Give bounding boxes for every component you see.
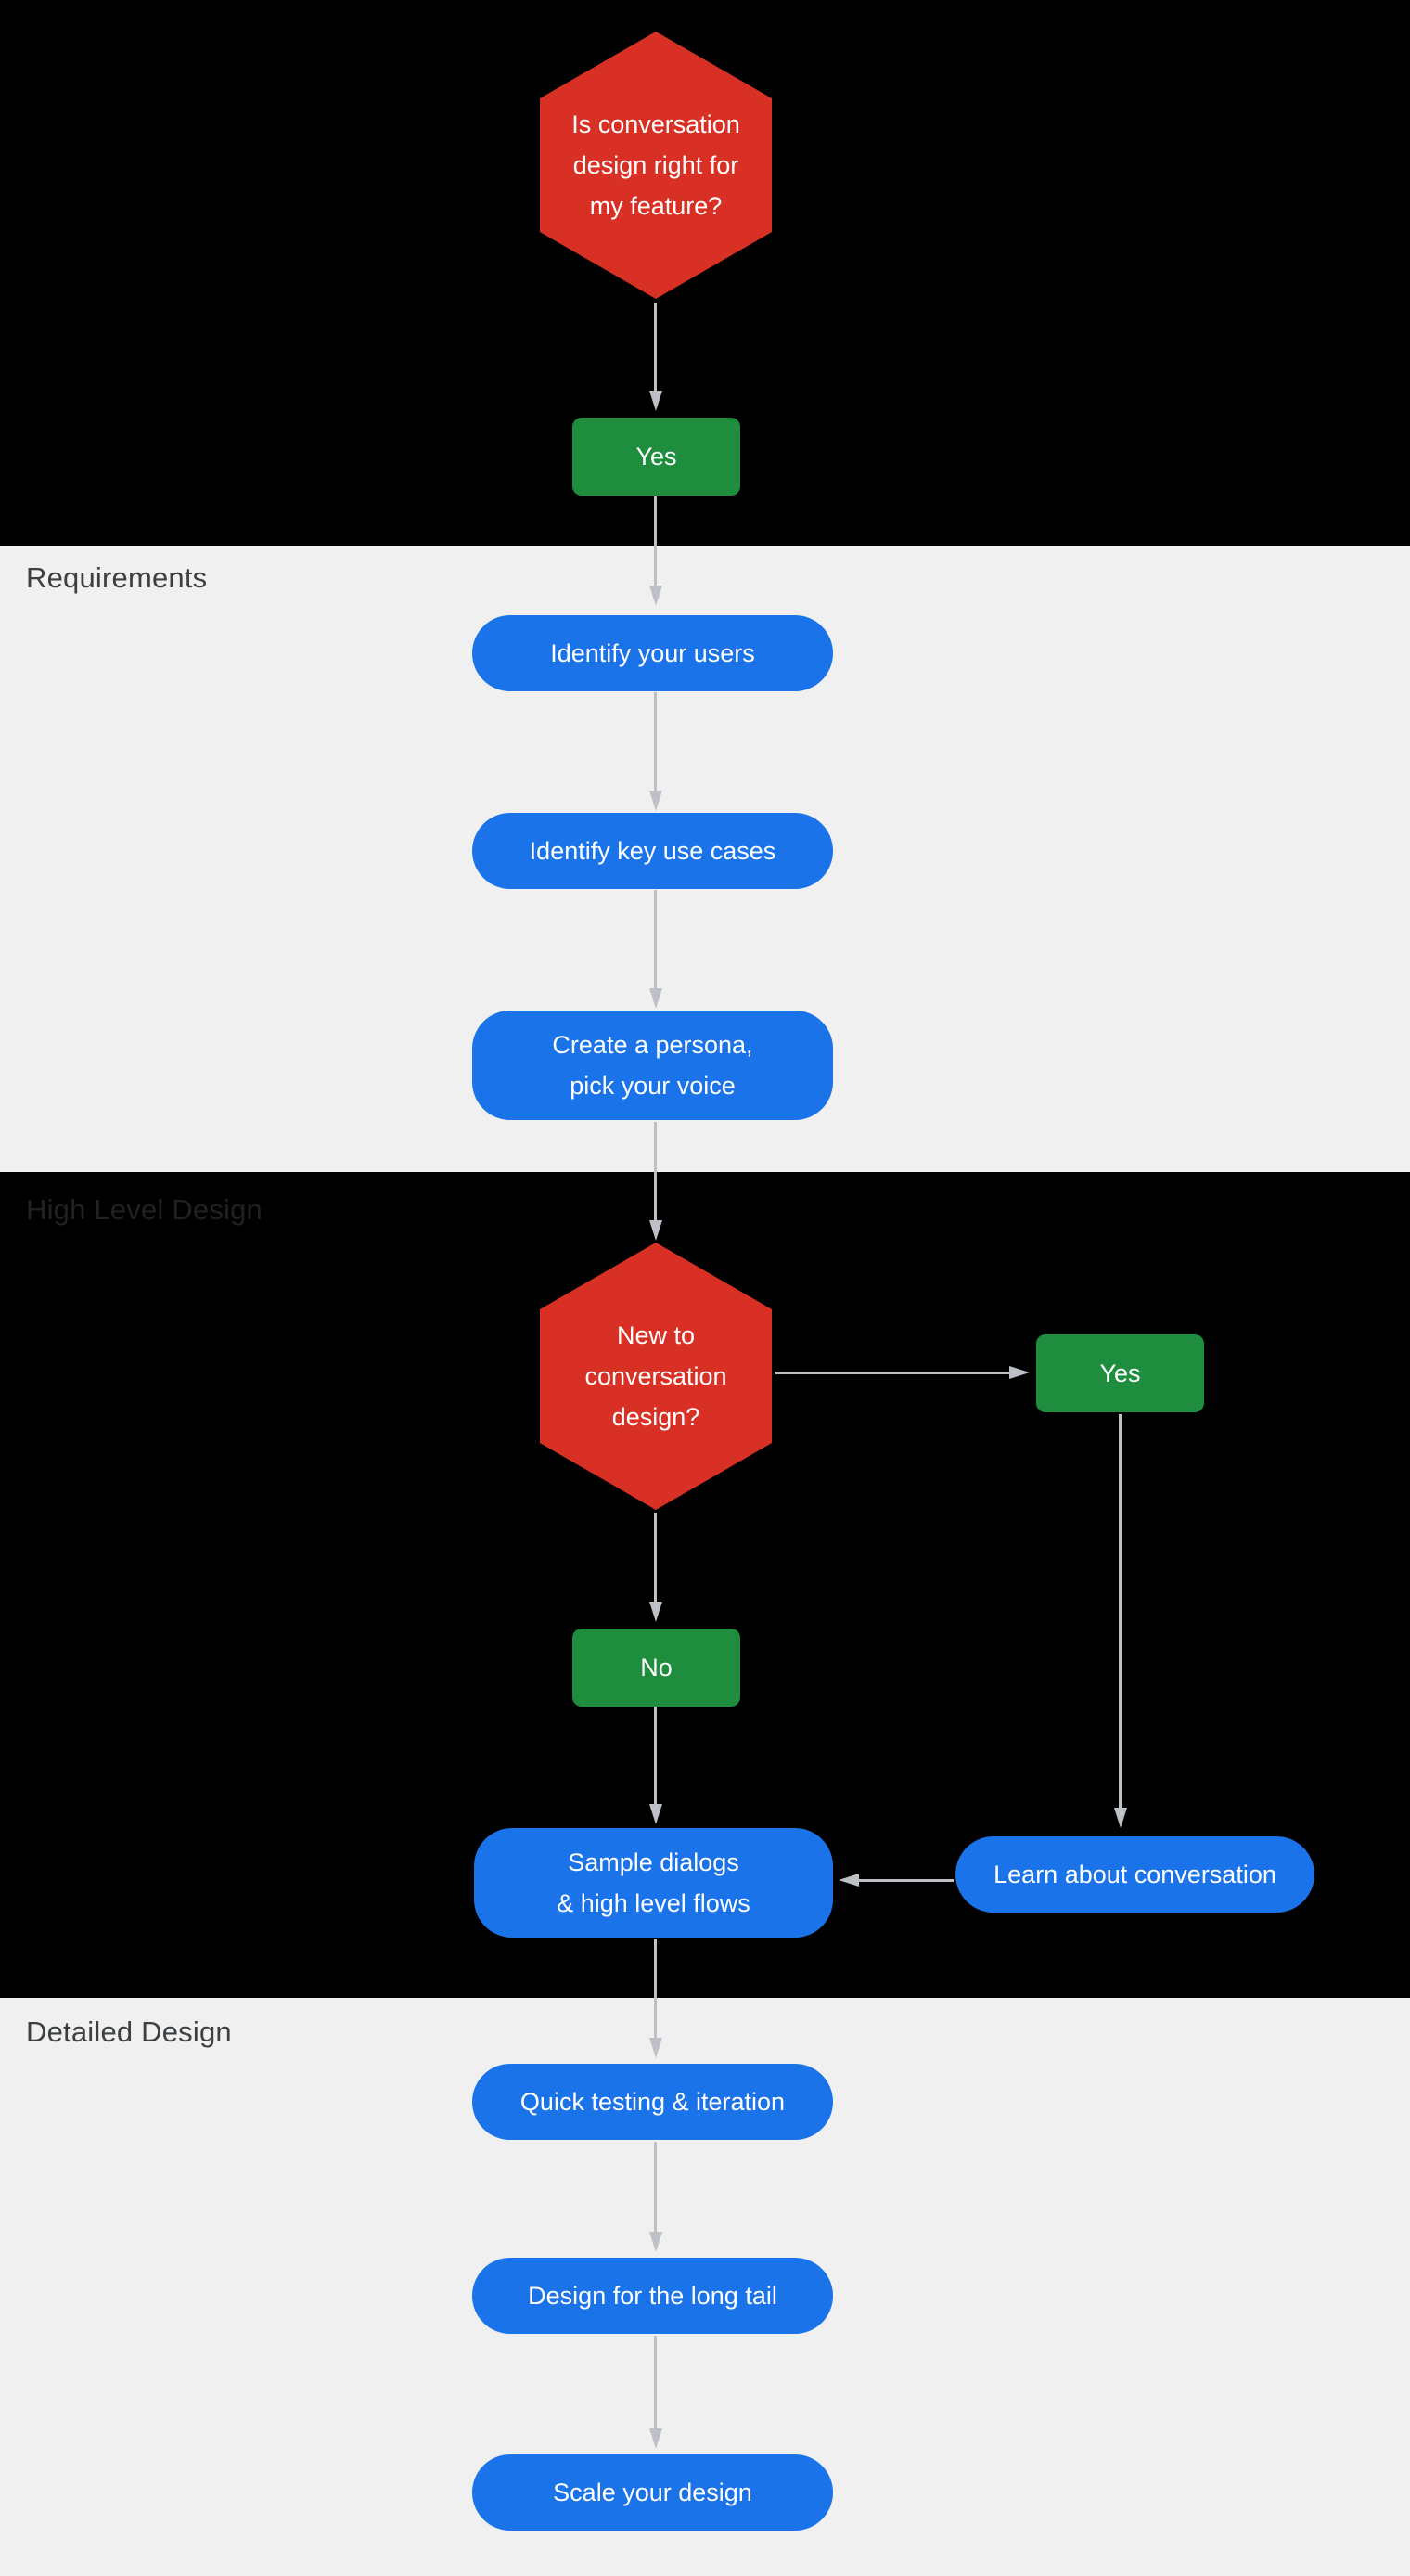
section-label-requirements: Requirements — [26, 561, 208, 594]
arrow-quick-testing-to-long-tail — [654, 2142, 657, 2232]
step-label: Identify key use cases — [529, 837, 776, 865]
arrow-use-cases-to-persona — [654, 890, 657, 988]
arrow-long-tail-to-scale — [654, 2336, 657, 2428]
arrowhead-down-icon — [649, 586, 662, 606]
arrow-persona-to-decision-new — [654, 1122, 657, 1220]
arrowhead-down-icon — [649, 1602, 662, 1622]
arrowhead-down-icon — [649, 2232, 662, 2252]
section-label-detailed-design: Detailed Design — [26, 2016, 232, 2048]
decision-line: design? — [611, 1403, 700, 1431]
arrowhead-down-icon — [649, 2038, 662, 2058]
step-node-design-for-the-long-tail: Design for the long tail — [472, 2258, 833, 2334]
step-line: & high level flows — [557, 1889, 750, 1917]
arrow-yes-to-identify-users — [654, 496, 657, 586]
arrow-yes-to-learn-conversation — [1119, 1414, 1122, 1808]
arrow-no-to-sample-dialogs — [654, 1707, 657, 1804]
arrow-decision-fit-to-yes — [654, 303, 657, 391]
arrowhead-down-icon — [649, 1804, 662, 1824]
step-node-learn-about-conversation: Learn about conversation — [955, 1836, 1314, 1913]
decision-line: Is conversation — [571, 110, 740, 138]
answer-node-yes: Yes — [572, 418, 740, 496]
decision-line: conversation — [584, 1362, 727, 1390]
step-node-identify-key-use-cases: Identify key use cases — [472, 813, 833, 889]
arrow-learn-to-sample-dialogs — [859, 1879, 954, 1882]
decision-node-is-conversation-design-right: Is conversation design right for my feat… — [540, 32, 772, 299]
arrow-decision-new-to-no — [654, 1513, 657, 1602]
step-node-identify-your-users: Identify your users — [472, 615, 833, 691]
decision-line: design right for — [572, 151, 739, 179]
arrow-sample-dialogs-to-quick-testing — [654, 1939, 657, 2038]
arrowhead-down-icon — [649, 791, 662, 811]
step-label: Quick testing & iteration — [519, 2088, 786, 2116]
step-label: Design for the long tail — [528, 2282, 777, 2310]
answer-node-no: No — [572, 1629, 740, 1707]
arrowhead-right-icon — [1009, 1366, 1030, 1379]
decision-node-new-to-conversation-design: New to conversation design? — [540, 1243, 772, 1510]
step-line: Create a persona, — [552, 1031, 753, 1059]
step-line: Sample dialogs — [568, 1848, 739, 1876]
answer-label: Yes — [1099, 1359, 1141, 1387]
decision-line: my feature? — [589, 192, 723, 220]
answer-label: No — [640, 1654, 673, 1681]
arrowhead-down-icon — [649, 391, 662, 411]
step-node-quick-testing-iteration: Quick testing & iteration — [472, 2064, 833, 2140]
step-label: Scale your design — [553, 2479, 752, 2506]
answer-label: Yes — [635, 443, 677, 470]
arrowhead-down-icon — [649, 988, 662, 1009]
step-label: Learn about conversation — [993, 1861, 1276, 1888]
arrowhead-down-icon — [1114, 1808, 1127, 1828]
arrow-identify-users-to-use-cases — [654, 692, 657, 791]
arrowhead-left-icon — [839, 1874, 859, 1887]
step-line: pick your voice — [570, 1072, 736, 1100]
decision-line: New to — [616, 1321, 696, 1349]
step-label: Identify your users — [550, 639, 755, 667]
step-node-scale-your-design: Scale your design — [472, 2454, 833, 2531]
section-label-high-level-design: High Level Design — [26, 1193, 263, 1226]
step-node-create-a-persona: Create a persona, pick your voice — [472, 1011, 833, 1120]
step-node-sample-dialogs: Sample dialogs & high level flows — [474, 1828, 833, 1938]
arrowhead-down-icon — [649, 1220, 662, 1241]
arrowhead-down-icon — [649, 2428, 662, 2449]
answer-node-yes: Yes — [1036, 1334, 1204, 1412]
arrow-decision-new-to-yes — [776, 1372, 1009, 1374]
